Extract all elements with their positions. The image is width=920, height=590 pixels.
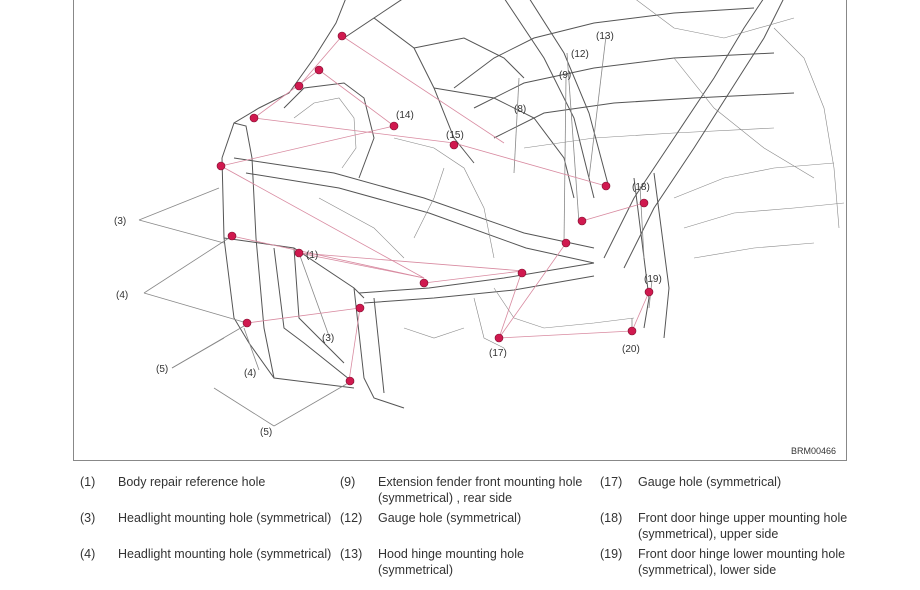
mounting-hole-markers bbox=[216, 31, 654, 386]
legend-number: (17) bbox=[600, 475, 623, 489]
legend-description: Front door hinge upper mounting hole (sy… bbox=[638, 511, 848, 541]
callout-13: (13) bbox=[596, 31, 614, 42]
vehicle-body-structure bbox=[221, 0, 845, 409]
callout-1: (1) bbox=[306, 250, 318, 261]
callout-4-left: (4) bbox=[116, 290, 128, 301]
legend-number: (3) bbox=[80, 511, 96, 525]
callout-8: (8) bbox=[514, 104, 526, 115]
figure-reference-code: BRM00466 bbox=[791, 446, 836, 456]
legend-description: Hood hinge mounting hole (symmetrical) bbox=[378, 547, 524, 577]
legend-item: (17) Gauge hole (symmetrical) bbox=[600, 474, 870, 508]
legend-description: Extension fender front mounting hole (sy… bbox=[378, 475, 583, 505]
legend-number: (4) bbox=[80, 547, 96, 561]
legend-description: Headlight mounting hole (symmetrical) bbox=[118, 511, 332, 525]
callout-3-left: (3) bbox=[114, 216, 126, 227]
callout-5-left: (5) bbox=[156, 364, 168, 375]
legend-item: (13) Hood hinge mounting hole (symmetric… bbox=[340, 546, 600, 580]
legend-number: (1) bbox=[80, 475, 96, 489]
callout-15: (15) bbox=[446, 130, 464, 141]
legend-number: (18) bbox=[600, 511, 623, 525]
legend: (1) Body repair reference hole (9) Exten… bbox=[80, 474, 870, 580]
legend-number: (9) bbox=[340, 475, 356, 489]
callout-3-bottom: (3) bbox=[322, 333, 334, 344]
legend-item: (3) Headlight mounting hole (symmetrical… bbox=[80, 510, 340, 544]
legend-description: Body repair reference hole bbox=[118, 475, 266, 489]
legend-number: (19) bbox=[600, 547, 623, 561]
legend-description: Headlight mounting hole (symmetrical) bbox=[118, 547, 332, 561]
legend-item: (19) Front door hinge lower mounting hol… bbox=[600, 546, 870, 580]
callout-20: (20) bbox=[622, 344, 640, 355]
legend-description: Front door hinge lower mounting hole (sy… bbox=[638, 547, 846, 577]
callout-12: (12) bbox=[571, 49, 589, 60]
callout-5-bottom: (5) bbox=[260, 427, 272, 438]
legend-number: (12) bbox=[340, 511, 363, 525]
legend-item: (12) Gauge hole (symmetrical) bbox=[340, 510, 600, 544]
leader-lines bbox=[138, 35, 653, 427]
legend-description: Gauge hole (symmetrical) bbox=[378, 511, 522, 525]
legend-item: (9) Extension fender front mounting hole… bbox=[340, 474, 600, 508]
callout-19: (19) bbox=[644, 274, 662, 285]
callout-14: (14) bbox=[396, 110, 414, 121]
callout-18: (18) bbox=[632, 182, 650, 193]
legend-item: (1) Body repair reference hole bbox=[80, 474, 340, 508]
callout-4-bottom: (4) bbox=[244, 368, 256, 379]
legend-item: (4) Headlight mounting hole (symmetrical… bbox=[80, 546, 340, 580]
legend-number: (13) bbox=[340, 547, 363, 561]
callout-labels: (1) (3) (3) (4) (4) (5) (5) (8) (9) (12)… bbox=[114, 31, 836, 456]
legend-item: (18) Front door hinge upper mounting hol… bbox=[600, 510, 870, 544]
callout-9: (9) bbox=[559, 70, 571, 81]
body-dimension-diagram: (1) (3) (3) (4) (4) (5) (5) (8) (9) (12)… bbox=[73, 0, 847, 461]
callout-17: (17) bbox=[489, 348, 507, 359]
legend-description: Gauge hole (symmetrical) bbox=[638, 475, 782, 489]
